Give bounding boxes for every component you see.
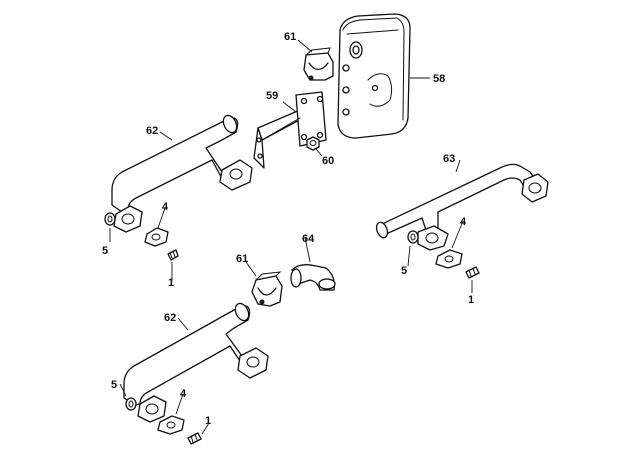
callout-62-bottom: 62 xyxy=(164,312,176,324)
gasket-part-4-bottom xyxy=(157,415,185,435)
callout-5-bottom: 5 xyxy=(111,379,117,391)
callout-61-top: 61 xyxy=(284,31,296,43)
leader-lines xyxy=(109,39,473,435)
stud-part-1-top xyxy=(167,249,179,261)
stud-part-1-bottom xyxy=(187,432,202,445)
bracket-part-59 xyxy=(253,91,327,169)
callout-1-right: 1 xyxy=(468,294,474,306)
callout-58: 58 xyxy=(433,73,445,85)
gasket-part-4-top xyxy=(144,227,169,247)
washer-part-5-bottom xyxy=(125,397,137,411)
callout-64: 64 xyxy=(302,233,315,245)
callout-60: 60 xyxy=(322,155,334,167)
exhaust-pipe-part-62-top xyxy=(111,114,253,233)
muffler-part-58 xyxy=(337,13,411,139)
callout-4-bottom: 4 xyxy=(180,388,187,400)
callout-62-top: 62 xyxy=(146,125,158,137)
washer-part-5-right xyxy=(407,230,419,244)
callout-1-top: 1 xyxy=(168,277,174,289)
callout-59: 59 xyxy=(266,90,278,102)
exhaust-pipe-part-63 xyxy=(375,163,549,251)
elbow-part-64 xyxy=(290,264,336,291)
callout-63: 63 xyxy=(443,153,455,165)
callout-1-bottom: 1 xyxy=(205,415,211,427)
clamp-part-61-top xyxy=(303,47,334,81)
callout-5-top: 5 xyxy=(102,245,108,257)
nut-part-60 xyxy=(306,136,320,151)
callout-labels: 58 59 60 61 61 62 62 63 64 4 4 4 5 5 5 1… xyxy=(102,31,474,427)
exhaust-pipe-part-62-bottom xyxy=(123,302,269,423)
callout-61-middle: 61 xyxy=(236,253,248,265)
callout-5-right: 5 xyxy=(401,265,407,277)
callout-4-top: 4 xyxy=(162,201,169,213)
clamp-part-61-middle xyxy=(251,271,283,307)
stud-part-1-right xyxy=(465,266,480,279)
callout-4-right: 4 xyxy=(460,216,467,228)
washer-part-5-top xyxy=(104,212,116,226)
gasket-part-4-right xyxy=(435,249,463,269)
